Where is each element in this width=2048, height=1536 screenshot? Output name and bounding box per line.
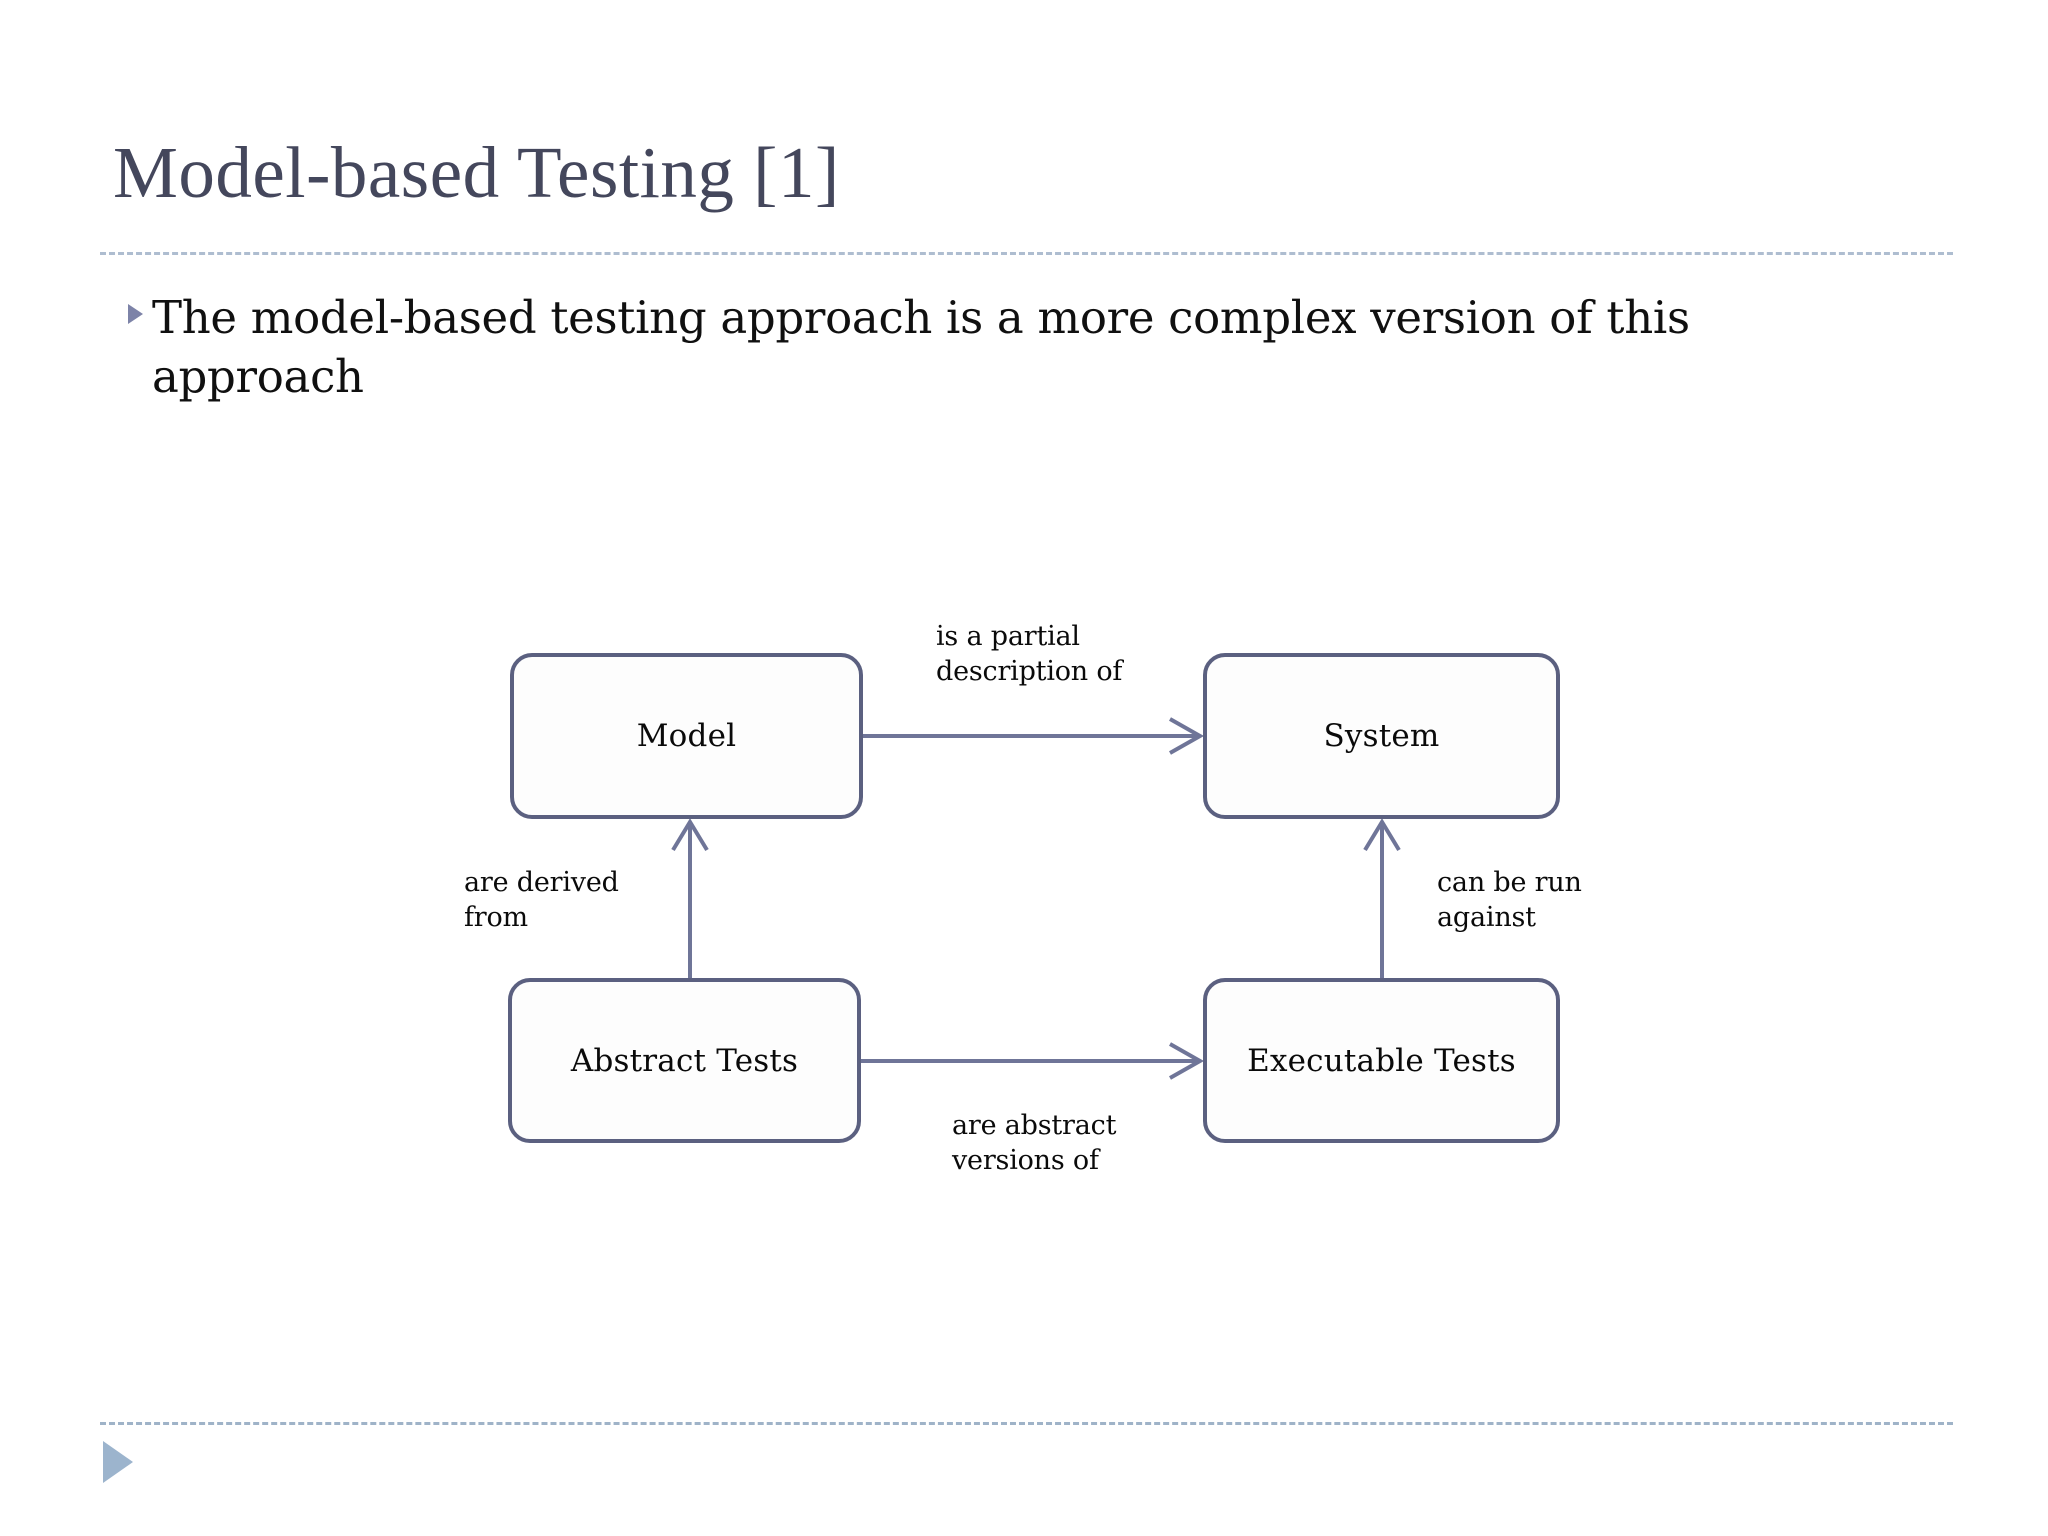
bullet-list-item: The model-based testing approach is a mo… — [118, 288, 1918, 407]
edge-label-are-abstract-versions-of: are abstract versions of — [952, 1110, 1117, 1176]
page-title: Model-based Testing [1] — [113, 132, 840, 213]
bullet-text: The model-based testing approach is a mo… — [152, 291, 1690, 404]
diagram-node-executable-tests[interactable]: Executable Tests — [1203, 978, 1560, 1143]
edge-label-is-a-partial-description-of: is a partial description of — [936, 621, 1123, 687]
diagram-node-system[interactable]: System — [1203, 653, 1560, 819]
footer-divider — [100, 1422, 1953, 1425]
play-triangle-icon[interactable] — [103, 1441, 133, 1483]
edge-label-are-derived-from: are derived from — [464, 867, 619, 933]
title-divider — [100, 252, 1953, 255]
triangle-bullet-icon — [118, 288, 152, 324]
edge-label-can-be-run-against: can be run against — [1437, 867, 1582, 933]
diagram-node-abstract-tests[interactable]: Abstract Tests — [508, 978, 861, 1143]
diagram-node-model[interactable]: Model — [510, 653, 863, 819]
